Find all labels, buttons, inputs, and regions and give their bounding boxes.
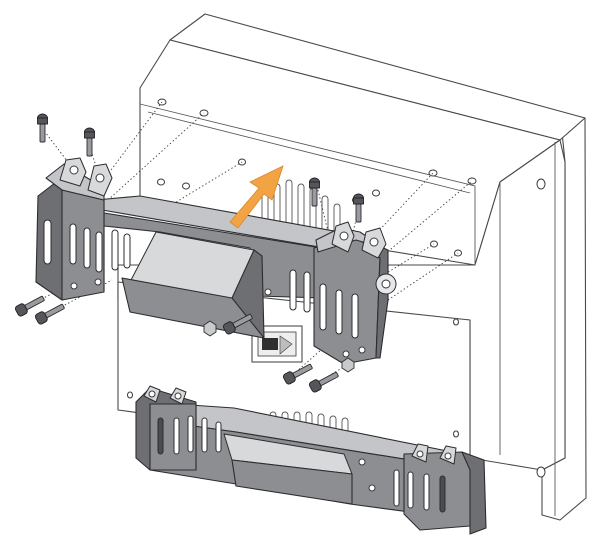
- screw-lower-left-2: [34, 303, 65, 325]
- screw-top-left-1: [37, 113, 48, 143]
- screw-lower-right-1: [282, 363, 313, 385]
- hole-front-1: [453, 318, 459, 326]
- screw-top-right-1: [309, 177, 320, 207]
- hole-mid-3: [182, 182, 190, 190]
- nut-2: [341, 357, 355, 373]
- screw-top-left-2: [84, 127, 95, 157]
- housing-edge-1: [139, 103, 476, 265]
- hole-top-1: [157, 98, 167, 106]
- hole-side-2: [536, 466, 546, 478]
- hole-front-2: [453, 430, 459, 438]
- top-mounting-bracket: [35, 157, 389, 365]
- bottom-mounting-bracket: [135, 385, 487, 535]
- round-washer: [375, 273, 397, 295]
- screw-center: [222, 313, 253, 335]
- housing-edge-3: [147, 111, 471, 194]
- nut-1: [203, 320, 217, 337]
- hole-mid-2: [157, 178, 165, 186]
- hole-side-1: [536, 178, 546, 190]
- screw-lower-left-1: [14, 295, 45, 317]
- washers: [203, 273, 397, 373]
- screw-top-right-2: [353, 193, 364, 223]
- direction-arrow: [229, 165, 284, 229]
- hole-top-4: [467, 177, 477, 185]
- hole-mid-4: [372, 189, 380, 197]
- hole-top-3: [428, 169, 438, 177]
- screw-lower-right-2: [308, 371, 339, 393]
- hole-front-3: [127, 391, 133, 399]
- mounting-screws: [14, 113, 364, 393]
